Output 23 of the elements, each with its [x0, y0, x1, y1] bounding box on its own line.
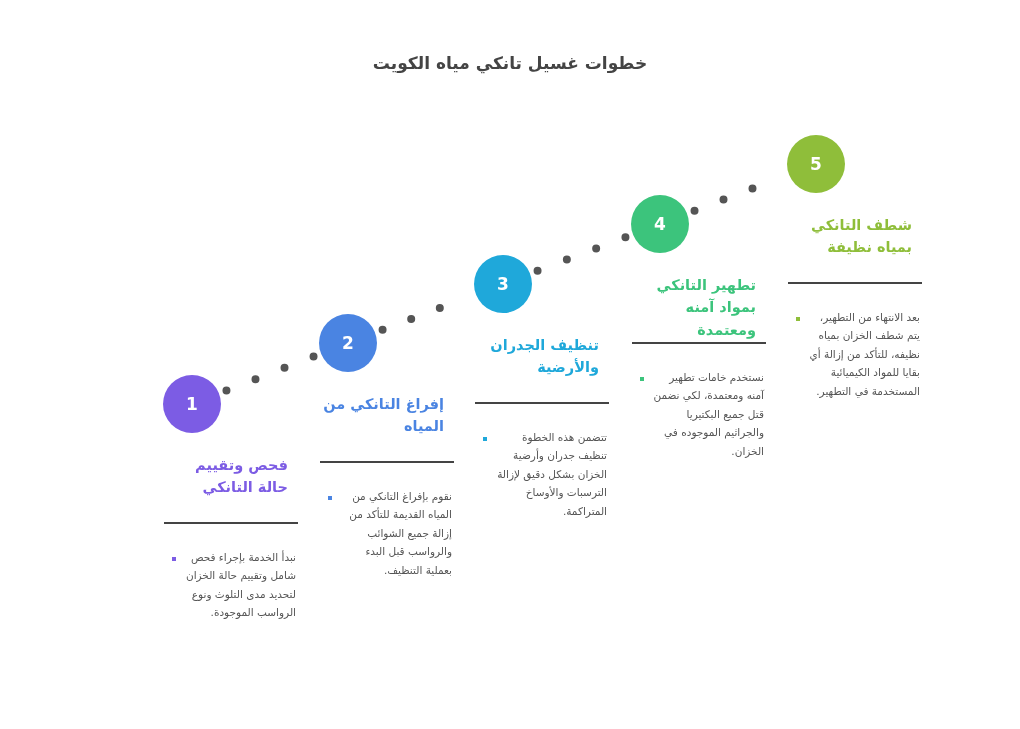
step-number: 5 — [810, 155, 822, 173]
dotted-connector — [222, 352, 318, 395]
diagram-title: خطوات غسيل تانكي مياه الكويت — [371, 52, 649, 76]
step-number: 1 — [186, 395, 198, 413]
step-heading: فحص وتقييم حالة التانكي — [194, 456, 288, 498]
step-circle — [163, 375, 221, 433]
step-heading: تطهير التانكي بمواد آمنه ومعتمدة — [655, 276, 756, 341]
step-description: نقوم بإفراغ التانكي من المياه القديمة للتأكد من إزالة جميع الشوائب والرواسب قبل البدء بعملية التنظيف. — [348, 489, 452, 578]
step-heading: إفراغ التانكي من المياه — [322, 395, 444, 437]
step-description: نبدأ الخدمة بإجراء فحص شامل وتقييم حالة الخزان لتحديد مدى التلوث ونوع الرواسب الموجودة. — [184, 549, 296, 621]
step-description: تتضمن هذه الخطوة تنظيف جدران وأرضية الخزان بشكل دقيق لإزالة الترسبات والأوساخ المتراكمة. — [496, 430, 607, 520]
step-description: بعد الانتهاء من التطهير، يتم شطف الخزان بمياه نظيفه، للتأكد من إزالة أي بقايا للمواد الكيميائية المستخدمة في التطهير. — [808, 310, 920, 400]
step-circle — [631, 195, 689, 253]
step-circle — [319, 314, 377, 372]
step-heading: شطف التانكي بمياه نظيفة — [809, 216, 912, 258]
dotted-connector — [533, 233, 630, 275]
step-number: 3 — [497, 275, 509, 293]
step-number: 2 — [342, 334, 354, 352]
step-circle — [474, 255, 532, 313]
step-heading: تنظيف الجدران والأرضية — [489, 336, 599, 378]
step-description: نستخدم خامات تطهير آمنه ومعتمدة، لكي نضمن قتل جميع البكتيريا والجراثيم الموجوده في الخزان. — [652, 370, 764, 460]
step-number: 4 — [654, 215, 666, 233]
step-circle — [787, 135, 845, 193]
